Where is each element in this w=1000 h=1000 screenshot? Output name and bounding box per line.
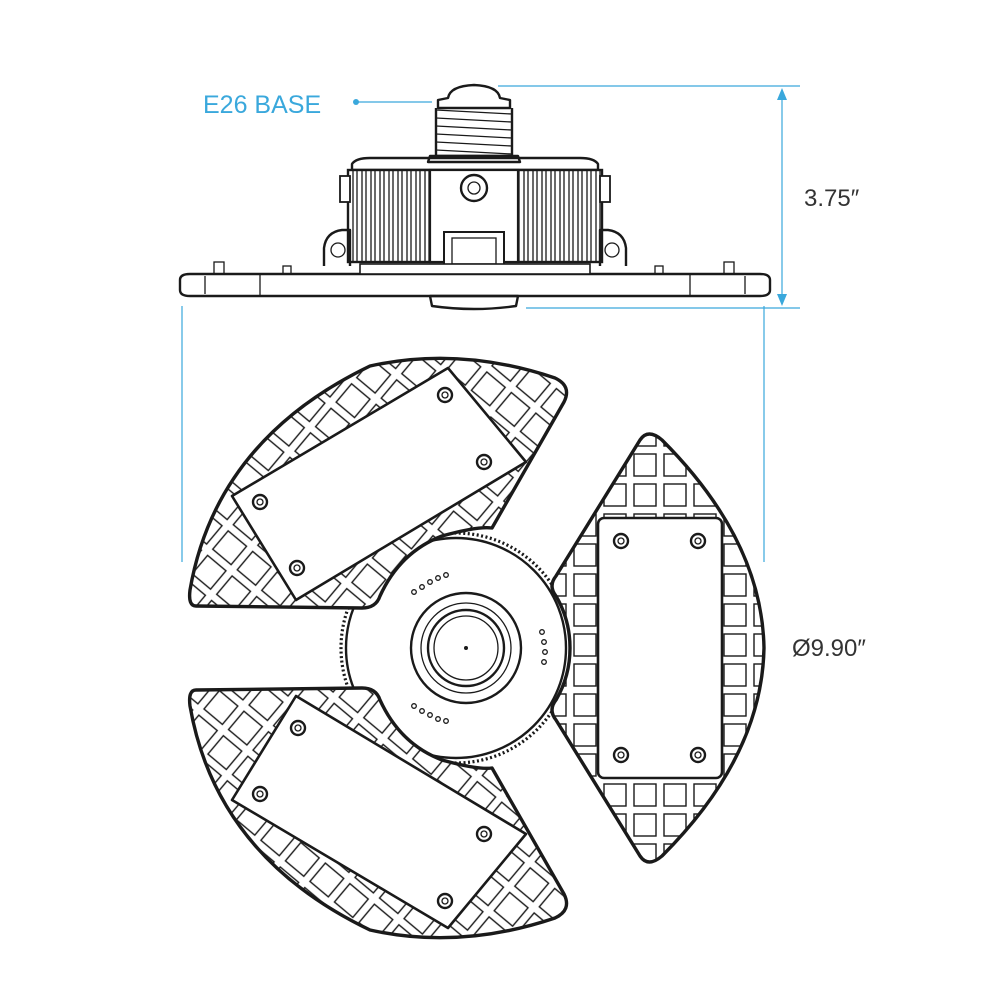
mounting-ear-left (322, 228, 352, 266)
arrow-down-icon (777, 294, 787, 306)
screw-icon (251, 493, 269, 511)
height-dimension-label: 3.75″ (804, 185, 860, 212)
panel-top-left (187, 356, 569, 610)
panels-edge-view (178, 261, 772, 298)
screw-icon (288, 559, 306, 577)
vent-holes-top (411, 572, 449, 595)
side-view (178, 83, 772, 311)
diameter-dimension-label: Ø9.90″ (792, 635, 866, 662)
screw-icon (289, 719, 307, 737)
e26-base (426, 83, 522, 164)
screw-icon (475, 825, 493, 843)
heat-sink-housing (339, 156, 611, 267)
arrow-up-icon (777, 88, 787, 100)
e26-base-label: E26 BASE (203, 91, 321, 119)
screw-icon (689, 746, 707, 764)
dimension-lines (181, 85, 800, 562)
mounting-ear-right (598, 228, 628, 266)
screw-icon (689, 532, 707, 550)
screw-icon (251, 785, 269, 803)
screw-icon (612, 746, 630, 764)
screw-icon (612, 532, 630, 550)
panel-bottom-left (187, 686, 569, 940)
screw-icon (436, 386, 454, 404)
bottom-view (187, 356, 766, 940)
bottom-lens (428, 294, 520, 311)
panel-right (550, 432, 766, 864)
housing-screw-icon (459, 173, 489, 203)
screw-icon (475, 453, 493, 471)
vent-holes-right (539, 629, 548, 665)
vent-holes-bottom (411, 703, 449, 724)
screw-icon (436, 892, 454, 910)
